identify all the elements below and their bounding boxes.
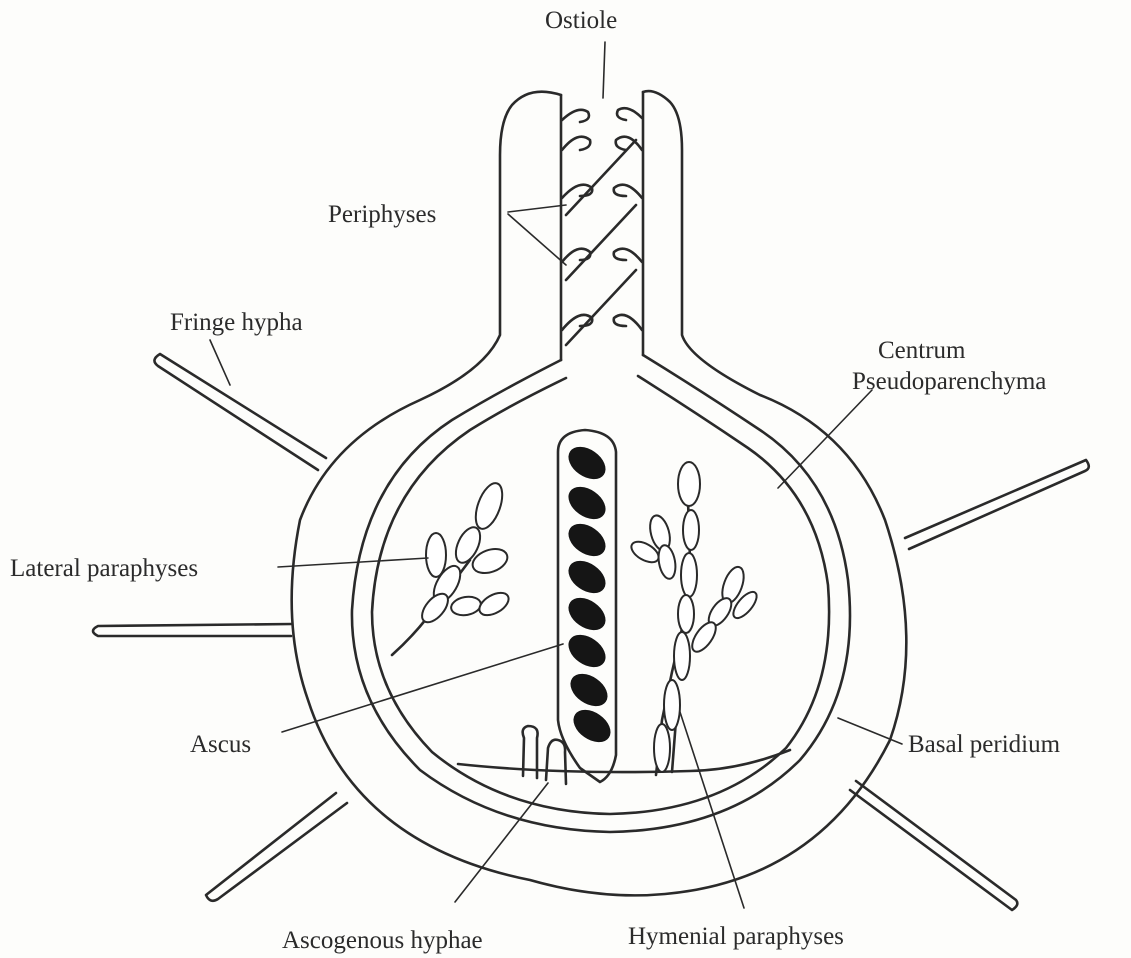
ascospore — [563, 481, 611, 525]
periphysis — [562, 137, 590, 150]
leader-fringe-hypha — [210, 340, 230, 385]
paraphysis-cell — [450, 595, 483, 618]
label-ascus: Ascus — [190, 731, 251, 758]
ascospore — [563, 441, 611, 485]
fringe-hypha-right — [905, 460, 1089, 549]
ascospore — [563, 518, 611, 562]
paraphysis-cell — [678, 595, 694, 633]
periphysis — [617, 108, 642, 120]
label-fringe-hypha: Fringe hypha — [170, 309, 303, 336]
lateral-paraphyses-group — [392, 480, 512, 655]
leader-lateral-paraphyses — [278, 558, 428, 567]
label-ostiole: Ostiole — [545, 7, 617, 34]
label-lateral-paraphyses: Lateral paraphyses — [10, 555, 198, 582]
paraphysis-cell — [656, 544, 678, 580]
paraphysis-cell — [674, 632, 690, 680]
ascospore — [565, 668, 613, 712]
fringe-hypha-left — [93, 624, 292, 636]
paraphysis-cell — [664, 680, 680, 730]
periphysis — [614, 185, 642, 198]
fringe-hypha-upper-left — [154, 354, 326, 470]
basal-peridium-curve — [458, 750, 790, 772]
paraphysis-cell — [476, 588, 513, 620]
leader-periphyses-upper — [508, 205, 566, 212]
periphyses-group — [562, 108, 642, 345]
leader-ostiole — [603, 42, 605, 98]
leader-hymenial-paraphyses — [680, 712, 744, 908]
label-pseudoparenchyma: Pseudoparenchyma — [852, 368, 1046, 395]
ascospore — [563, 555, 611, 599]
paraphysis-cell — [678, 462, 700, 506]
label-centrum: Centrum — [878, 337, 966, 364]
periphysis — [562, 110, 589, 122]
paraphysis-cell — [681, 553, 697, 597]
label-ascogenous-hyphae: Ascogenous hyphae — [282, 927, 483, 954]
fringe-hypha-lower-left — [206, 793, 347, 901]
ascogenous-hypha — [546, 740, 566, 784]
ascus-group — [558, 430, 616, 782]
ascospore — [568, 704, 616, 748]
fringe-hyphae — [93, 354, 1089, 910]
leader-periphyses-lower — [508, 214, 566, 265]
label-periphyses: Periphyses — [328, 201, 436, 228]
paraphysis-cell — [470, 480, 507, 533]
leader-lines — [210, 42, 902, 908]
leader-ascus — [282, 644, 563, 732]
leader-centrum — [778, 390, 872, 488]
paraphysis-cell — [683, 510, 699, 550]
label-basal-peridium: Basal peridium — [908, 731, 1061, 758]
centrum-boundary-outer — [352, 355, 850, 832]
ascogenous-hyphae-group — [523, 726, 566, 784]
labels: Ostiole Periphyses Fringe hypha Centrum … — [10, 7, 1061, 954]
paraphysis-cell — [654, 724, 670, 772]
hymenial-paraphyses-group — [628, 462, 761, 775]
ascospore — [563, 592, 611, 636]
label-hymenial-paraphyses: Hymenial paraphyses — [628, 923, 844, 950]
paraphysis-cell — [426, 533, 446, 577]
fringe-hypha-lower-right — [850, 781, 1017, 910]
periphysis — [614, 249, 642, 262]
ascospore — [563, 629, 611, 673]
periphysis — [614, 315, 642, 330]
